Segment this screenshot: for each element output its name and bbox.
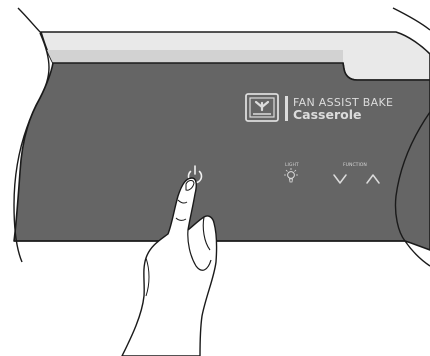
appliance-frame-top-left	[18, 8, 42, 34]
appliance-frame-top-right	[393, 8, 430, 30]
light-label: LIGHT	[285, 162, 299, 168]
panel-top-trim-shade	[47, 50, 343, 63]
control-panel-face	[14, 63, 430, 250]
display-divider	[285, 96, 288, 121]
mode-subtitle: Casserole	[293, 107, 361, 122]
function-label: FUNCTION	[343, 162, 367, 168]
